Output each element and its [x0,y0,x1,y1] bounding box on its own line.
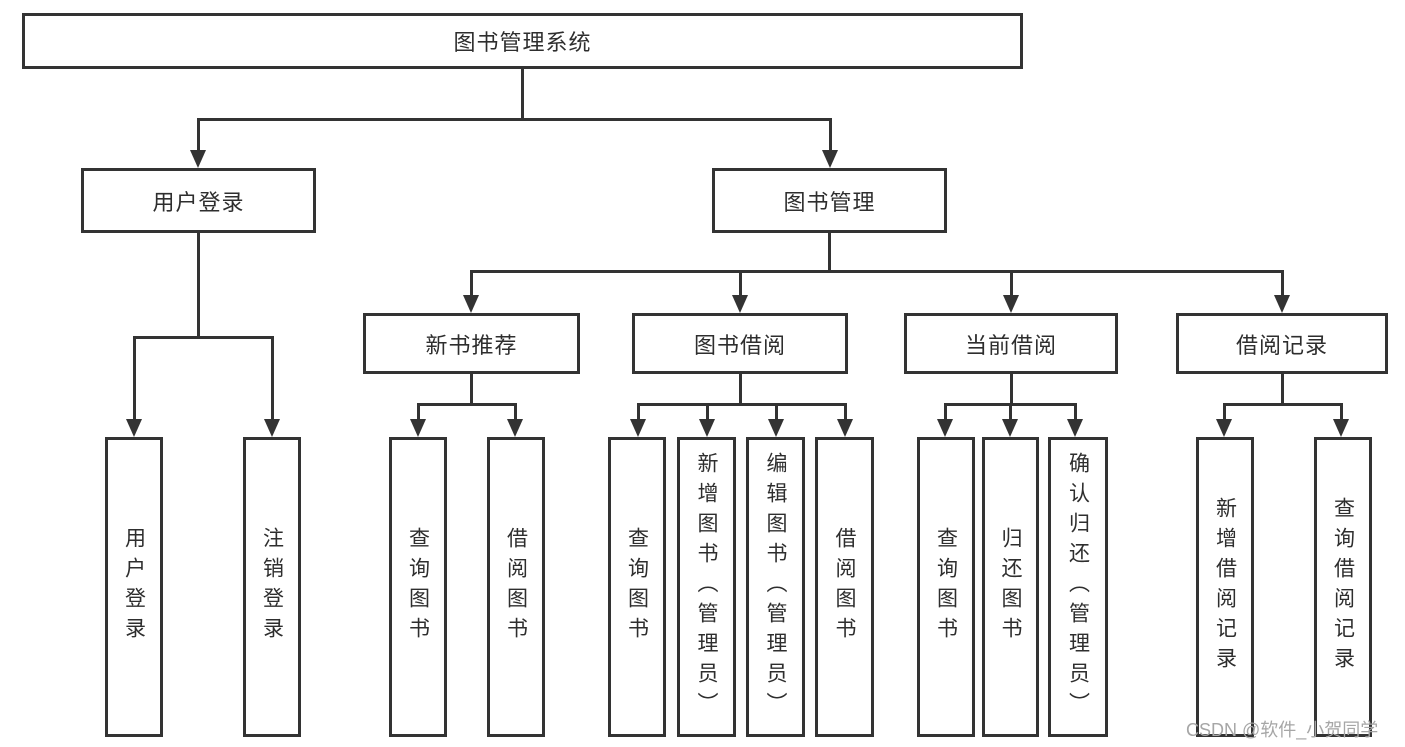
leaf-confirm-return-admin-label: 确认归还（管理员） [1066,452,1090,722]
node-root-label: 图书管理系统 [453,30,592,55]
connector-line [197,118,200,152]
leaf-query-borrow-record-label: 查询借阅记录 [1331,497,1355,677]
leaf-query-books-recommend-label: 查询图书 [406,527,430,647]
arrowhead-down-icon [1274,295,1290,313]
leaf-add-book-admin: 新增图书（管理员） [677,437,736,737]
connector-line [1281,374,1284,406]
node-root: 图书管理系统 [22,13,1023,69]
leaf-query-books-borrow-label: 查询图书 [625,527,649,647]
connector-line [417,403,517,406]
connector-line [470,270,1283,273]
leaf-borrow-books-label: 借阅图书 [833,527,856,647]
connector-line [133,336,274,339]
arrowhead-down-icon [190,150,206,168]
connector-line [706,403,709,421]
connector-line [739,374,742,406]
leaf-query-books-current-label: 查询图书 [934,527,958,647]
connector-line [1010,374,1013,406]
node-book-borrow: 图书借阅 [632,313,848,374]
connector-line [1223,403,1226,421]
leaf-add-borrow-record-label: 新增借阅记录 [1213,497,1237,677]
connector-line [775,403,778,421]
node-new-book-recommend: 新书推荐 [363,313,580,374]
leaf-edit-book-admin: 编辑图书（管理员） [746,437,805,737]
node-book-management: 图书管理 [712,168,947,233]
connector-line [470,374,473,406]
connector-line [637,403,846,406]
arrowhead-down-icon [1216,419,1232,437]
connector-line [844,403,847,421]
leaf-logout: 注销登录 [243,437,301,737]
node-user-login-label: 用户登录 [152,189,245,215]
connector-line [637,403,640,421]
leaf-borrow-books: 借阅图书 [815,437,874,737]
connector-line [739,270,742,297]
connector-line [1074,403,1077,421]
arrowhead-down-icon [699,419,715,437]
connector-line [1340,403,1343,421]
connector-line [417,403,420,421]
connector-line [133,336,136,419]
connector-line [1281,270,1284,297]
connector-line [829,118,832,152]
node-borrow-records-label: 借阅记录 [1235,332,1328,358]
node-book-management-label: 图书管理 [783,189,876,215]
connector-line [514,403,517,421]
leaf-borrow-books-recommend-label: 借阅图书 [504,527,528,647]
arrowhead-down-icon [1003,295,1019,313]
arrowhead-down-icon [126,419,142,437]
arrowhead-down-icon [768,419,784,437]
node-user-login: 用户登录 [81,168,316,233]
arrowhead-down-icon [264,419,280,437]
node-new-book-recommend-label: 新书推荐 [425,332,518,358]
connector-line [470,270,473,297]
arrowhead-down-icon [822,150,838,168]
arrowhead-down-icon [463,295,479,313]
arrowhead-down-icon [507,419,523,437]
arrowhead-down-icon [1333,419,1349,437]
connector-line [521,69,524,121]
arrowhead-down-icon [630,419,646,437]
leaf-add-book-admin-label: 新增图书（管理员） [695,452,718,722]
leaf-logout-label: 注销登录 [260,527,284,647]
connector-line [1009,403,1012,421]
node-borrow-records: 借阅记录 [1176,313,1388,374]
connector-line [944,403,947,421]
node-book-borrow-label: 图书借阅 [693,332,786,358]
leaf-query-books-current: 查询图书 [917,437,975,737]
watermark-text: CSDN @软件_小贺同学 [1186,720,1379,740]
connector-line [1223,403,1343,406]
leaf-query-books-recommend: 查询图书 [389,437,447,737]
connector-line [271,336,274,419]
leaf-query-books-borrow: 查询图书 [608,437,666,737]
arrowhead-down-icon [732,295,748,313]
connector-line [1010,270,1013,297]
leaf-query-borrow-record: 查询借阅记录 [1314,437,1372,737]
connector-line [197,118,831,121]
arrowhead-down-icon [837,419,853,437]
leaf-confirm-return-admin: 确认归还（管理员） [1048,437,1108,737]
arrowhead-down-icon [1067,419,1083,437]
leaf-borrow-books-recommend: 借阅图书 [487,437,545,737]
leaf-return-book-label: 归还图书 [999,527,1022,647]
leaf-user-login: 用户登录 [105,437,163,737]
arrowhead-down-icon [1002,419,1018,437]
leaf-return-book: 归还图书 [982,437,1039,737]
connector-line [197,233,200,339]
leaf-add-borrow-record: 新增借阅记录 [1196,437,1254,737]
leaf-user-login-label: 用户登录 [122,527,146,647]
leaf-edit-book-admin-label: 编辑图书（管理员） [764,452,787,722]
node-current-borrow: 当前借阅 [904,313,1118,374]
node-current-borrow-label: 当前借阅 [964,332,1057,358]
arrowhead-down-icon [410,419,426,437]
connector-line [828,233,831,273]
arrowhead-down-icon [937,419,953,437]
